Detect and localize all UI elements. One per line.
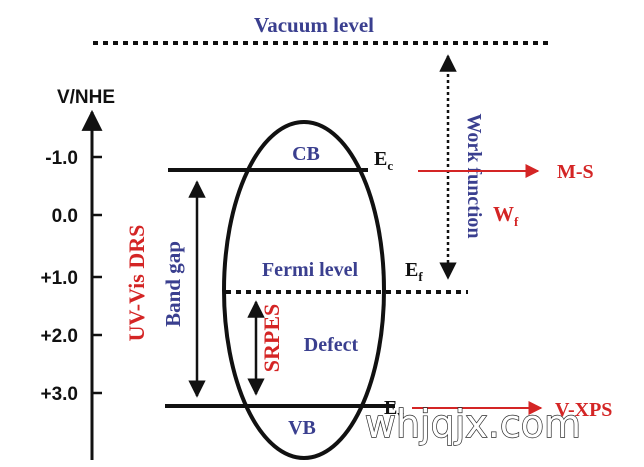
defect-label: Defect xyxy=(304,334,359,356)
semiconductor-ellipse xyxy=(222,120,386,460)
tick-label: +2.0 xyxy=(40,326,78,347)
work-function-label: Work function xyxy=(463,113,485,238)
tick-label: -1.0 xyxy=(45,148,78,169)
ev-label: Ev xyxy=(384,397,404,422)
vxps-label: V-XPS xyxy=(555,399,612,421)
ef-label: Ef xyxy=(405,259,423,284)
ms-label: M-S xyxy=(557,161,594,183)
uv-vis-drs-label: UV-Vis DRS xyxy=(124,225,149,342)
vacuum-level-label: Vacuum level xyxy=(254,13,374,37)
srpes-label: SRPES xyxy=(259,304,284,372)
tick-label: +1.0 xyxy=(40,268,78,289)
wf-label: Wf xyxy=(493,202,519,229)
cb-label: CB xyxy=(292,143,320,165)
tick-label: +3.0 xyxy=(40,384,78,405)
vb-label: VB xyxy=(288,417,316,439)
band-gap-label: Band gap xyxy=(161,241,185,327)
axis-label: V/NHE xyxy=(57,87,115,108)
watermark-text: whjqjx.com xyxy=(365,402,581,446)
tick-label: 0.0 xyxy=(52,206,78,227)
fermi-level-label: Fermi level xyxy=(262,259,358,281)
ec-label: Ec xyxy=(374,148,393,173)
